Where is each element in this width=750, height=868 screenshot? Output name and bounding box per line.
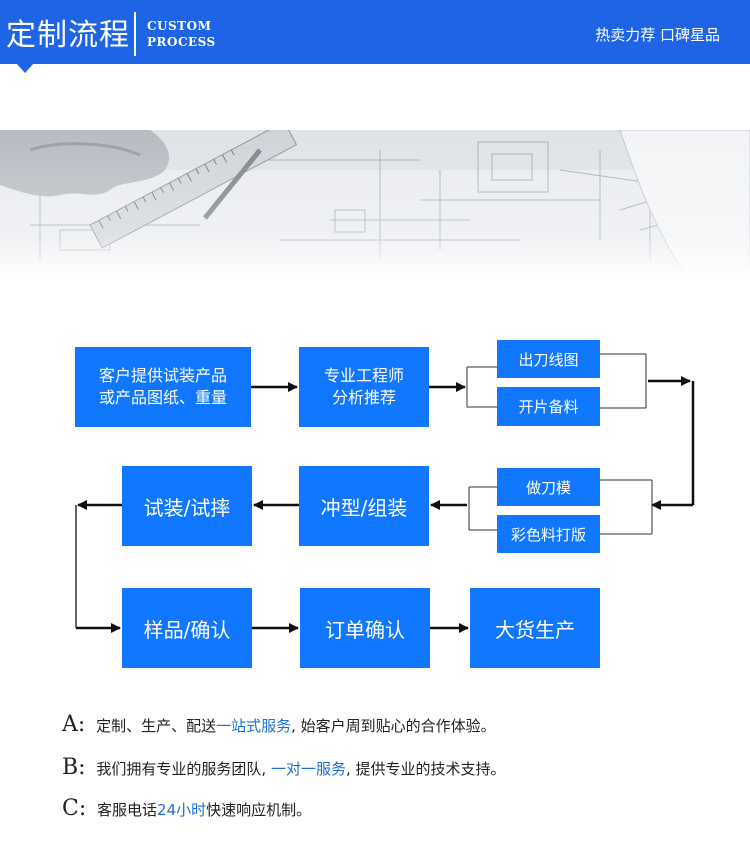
blueprint-illustration: [0, 130, 750, 280]
note-b-text-end: , 提供专业的技术支持。: [345, 760, 506, 778]
tagline: 热卖力荐 口碑星品: [595, 26, 720, 44]
step-die-making-label: 做刀模: [525, 478, 571, 497]
step-customer-line1: 客户提供试装产品: [98, 366, 227, 385]
note-b: B: 我们拥有专业的服务团队, 一对一服务, 提供专业的技术支持。: [62, 755, 506, 780]
note-b-letter: B:: [62, 755, 86, 780]
title-divider: [134, 12, 136, 56]
step-knife-drawing-label: 出刀线图: [518, 350, 579, 369]
step-engineer-analysis: 专业工程师 分析推荐: [299, 347, 429, 427]
step-mass-production-label: 大货生产: [495, 617, 575, 642]
note-a-text: 定制、生产、配送: [96, 717, 217, 735]
note-c: C: 客服电话24小时快速响应机制。: [62, 796, 311, 821]
note-c-text-end: 快速响应机制。: [206, 801, 312, 819]
step-color-proof-label: 彩色料打版: [510, 525, 586, 544]
step-punch-assemble: 冲型/组装: [299, 466, 429, 546]
title-english-line1: CUSTOM: [147, 19, 212, 33]
page-title: 定制流程: [6, 18, 130, 53]
title-english: CUSTOM PROCESS: [147, 18, 216, 50]
note-b-highlight: 一对一服务: [270, 760, 346, 778]
note-b-text: 我们拥有专业的服务团队,: [96, 760, 267, 778]
title-english-line2: PROCESS: [147, 35, 216, 49]
step-customer-provides: 客户提供试装产品 或产品图纸、重量: [75, 347, 251, 427]
step-order-confirm: 订单确认: [300, 588, 430, 668]
step-knife-drawing: 出刀线图: [497, 340, 600, 378]
step-sample-confirm-label: 样品/确认: [143, 617, 231, 642]
step-trial-drop-label: 试装/试摔: [143, 495, 231, 520]
note-a-text-end: , 始客户周到贴心的合作体验。: [291, 717, 496, 735]
note-c-text: 客服电话: [97, 801, 158, 819]
step-cutting-material: 开片备料: [497, 387, 600, 426]
header-notch: [16, 63, 34, 73]
step-color-proof: 彩色料打版: [497, 515, 600, 553]
step-punch-assemble-label: 冲型/组装: [320, 495, 408, 520]
step-engineer-line1: 专业工程师: [323, 366, 404, 385]
header-bar: 定制流程 CUSTOM PROCESS 热卖力荐 口碑星品: [0, 0, 750, 64]
step-engineer-line2: 分析推荐: [331, 388, 396, 407]
step-trial-drop: 试装/试摔: [122, 466, 252, 546]
step-cutting-material-label: 开片备料: [518, 398, 579, 416]
note-a-letter: A:: [62, 712, 86, 737]
step-sample-confirm: 样品/确认: [122, 588, 252, 668]
step-customer-line2: 或产品图纸、重量: [98, 388, 227, 407]
note-a: A: 定制、生产、配送一站式服务, 始客户周到贴心的合作体验。: [62, 712, 496, 737]
note-a-highlight: 一站式服务: [216, 717, 292, 735]
step-die-making: 做刀模: [497, 468, 600, 506]
note-c-highlight: 24小时: [157, 801, 207, 819]
blueprint-banner-image: [0, 130, 750, 280]
step-order-confirm-label: 订单确认: [325, 617, 405, 642]
note-c-letter: C:: [62, 796, 87, 821]
step-mass-production: 大货生产: [470, 588, 600, 668]
